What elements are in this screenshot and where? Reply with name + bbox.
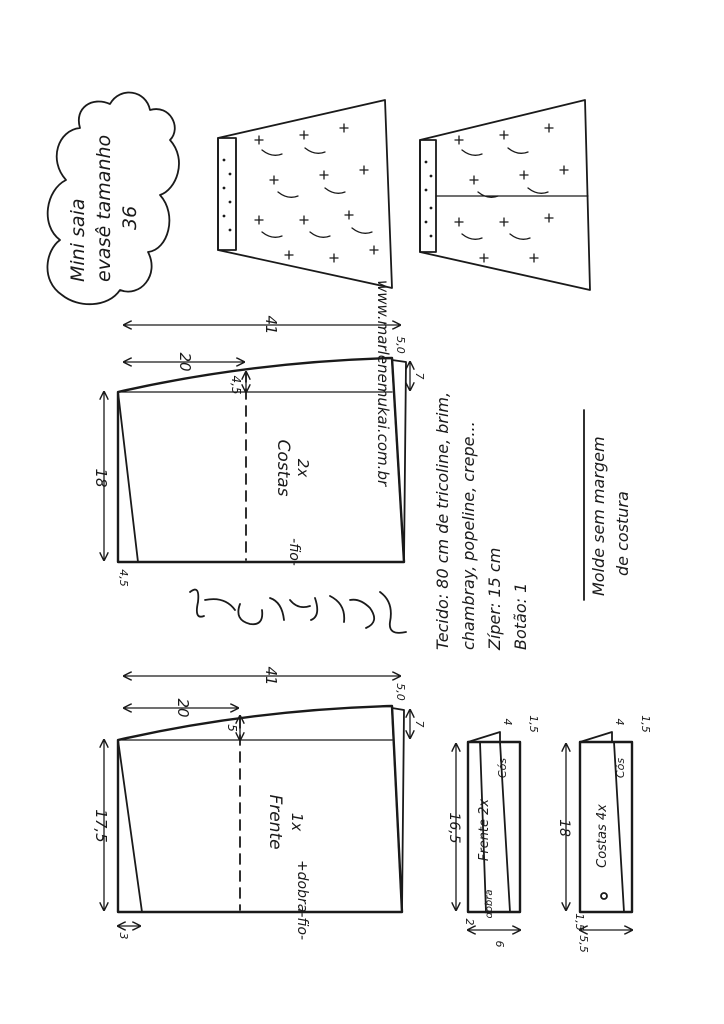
- note-zipper: Zíper: 15 cm: [485, 548, 504, 651]
- wb-front-sub-label: Cós: [496, 758, 509, 778]
- front-hip-depth: 17,5: [92, 809, 110, 842]
- front-grain-label: +dobra-fio-: [294, 860, 310, 940]
- back-hip-width: 20: [176, 352, 194, 371]
- back-piece-pattern: 41 20 4,5 5,0 7 18 4,5 Costas 2x -fio-: [92, 315, 426, 586]
- wb-front-fold-label: dobra: [484, 889, 495, 918]
- waistband-back-pattern: 18 4 1,5 1,5 5,5 Costas 4x Cós: [556, 715, 652, 953]
- wb-back-bottom-a: 1,5: [573, 913, 586, 931]
- title-line-3: 36: [119, 206, 141, 230]
- front-hem-flare: 3: [117, 933, 130, 940]
- back-side-right: 7: [413, 373, 426, 380]
- note-button: Botão: 1: [511, 583, 530, 650]
- wb-back-top-b: 1,5: [639, 715, 652, 733]
- note-seam-2: de costura: [613, 491, 632, 576]
- front-waist-rise: 5: [225, 724, 239, 732]
- signature-text: Marlene Mukai: [195, 640, 198, 648]
- note-fabric-2: chambray, popeline, crepe...: [459, 421, 478, 650]
- title-cloud: Mini saia evasê tamanho 36: [46, 91, 180, 306]
- note-seam-1: Molde sem margem: [589, 436, 608, 596]
- seam-allowance-note: Molde sem margem de costura: [583, 409, 632, 601]
- wb-front-top-b: 1,5: [527, 715, 540, 733]
- front-total-width: 41: [262, 666, 280, 685]
- wb-back-sub-label: Cós: [614, 758, 627, 778]
- title-line-2: evasê tamanho: [93, 135, 115, 282]
- back-piece-count: 2x: [294, 459, 312, 478]
- flower-print: [254, 123, 379, 263]
- front-piece-count: 1x: [288, 813, 306, 832]
- note-fabric: Tecido: 80 cm de tricoline, brim,: [433, 392, 452, 650]
- back-hem-flare: 4,5: [117, 569, 130, 587]
- wb-back-label: Costas 4x: [595, 804, 610, 868]
- waistband-front-pattern: 16,5 4 1,5 2 6 Frente 2x Cós dobra: [446, 715, 540, 947]
- wb-back-length: 18: [556, 819, 572, 837]
- signature: Marlene Mukai: [189, 588, 407, 648]
- title-line-1: Mini saia: [67, 199, 89, 283]
- front-piece-pattern: 41 20 5 5,0 7 17,5 3 Frente 1x +dobra-fi…: [92, 666, 426, 940]
- back-side-top: 5,0: [394, 336, 407, 354]
- wb-front-bottom-a: 2: [463, 919, 476, 926]
- back-grain-label: -fio-: [286, 538, 302, 566]
- back-piece-label: Costas: [273, 439, 293, 496]
- website-url: www.marlenemukai.com.br: [374, 280, 392, 487]
- wb-front-length: 16,5: [446, 812, 462, 843]
- wb-front-top-a: 4: [501, 719, 514, 726]
- front-side-top: 5,0: [394, 683, 407, 701]
- back-waist-rise: 4,5: [229, 375, 243, 394]
- wb-back-top-a: 4: [613, 719, 626, 726]
- polka-dots: [222, 158, 232, 232]
- fabric-notes: Tecido: 80 cm de tricoline, brim, chambr…: [433, 392, 530, 651]
- back-hip-depth: 18: [92, 468, 110, 487]
- wb-front-label: Frente 2x: [477, 799, 492, 862]
- skirt-sketch-front: [217, 99, 393, 289]
- front-hip-width: 20: [174, 698, 192, 717]
- front-piece-label: Frente: [265, 794, 285, 849]
- wb-front-bottom-b: 6: [493, 941, 506, 948]
- wb-back-bottom-b: 5,5: [577, 935, 590, 953]
- skirt-sketch-back: [419, 99, 591, 291]
- front-side-right: 7: [413, 721, 426, 728]
- back-total-width: 41: [262, 315, 280, 334]
